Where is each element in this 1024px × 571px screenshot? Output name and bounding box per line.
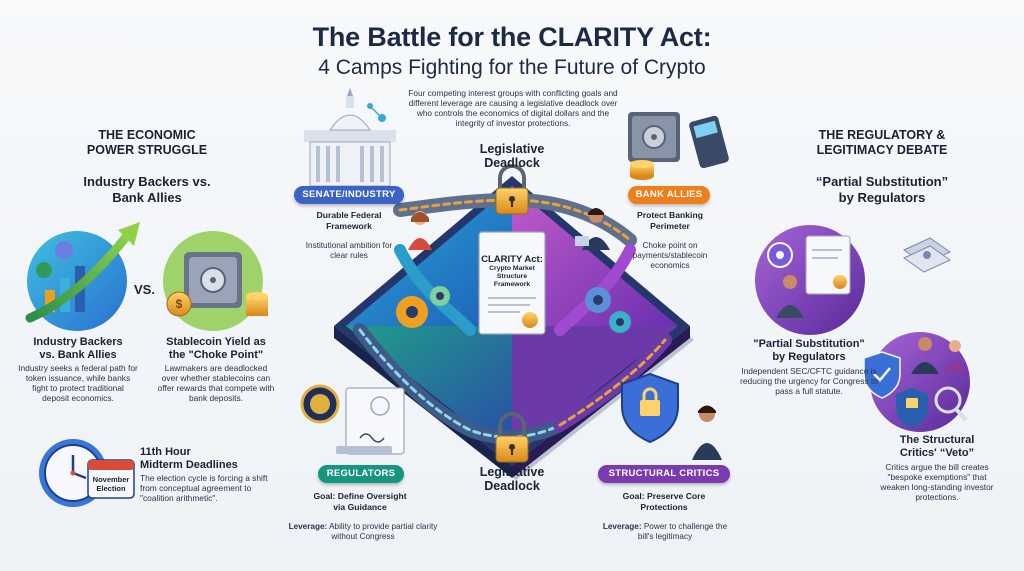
growth-chart-icon [25,222,140,331]
shield-icon [621,372,679,444]
senate-desc: Institutional ambition for clear rules [305,241,393,260]
regulators-leverage: Leverage: Ability to provide partial cla… [288,522,438,541]
critics-leverage: Leverage: Power to challenge the bill's … [602,522,728,541]
capitol-icon [304,88,396,187]
svg-text:$: $ [176,297,183,311]
left-section-heading: THE ECONOMIC POWER STRUGGLE [86,128,208,157]
sec-seal-icon [300,384,340,424]
left-section-subheading: Industry Backers vs. Bank Allies [83,174,211,205]
person-icon [692,405,722,460]
critics-shield-icon [863,332,970,432]
document-icon [478,231,546,335]
payment-terminal-icon [689,115,729,169]
regulator-substitution-icon [755,225,865,335]
right-section-subheading: “Partial Substitution” by Regulators [815,174,949,205]
banks-goal: Protect Banking Perimeter [637,210,703,231]
intro-text: Four competing interest groups with conf… [408,88,618,128]
deadlock-label-bottom: Legislative Deadlock [479,465,545,493]
bank-allies-badge: BANK ALLIES [628,186,710,204]
regulators-goal: Goal: Define Oversight via Guidance [313,491,407,512]
coin-stack-icon: $ [166,291,268,317]
item-midterm-deadlines: 11th Hour Midterm Deadlines The election… [140,446,268,503]
deadlock-label-top: Legislative Deadlock [479,142,545,170]
page-subtitle: 4 Camps Fighting for the Future of Crypt… [318,56,706,79]
page-title: The Battle for the CLARITY Act: [312,22,712,52]
calendar-icon [87,459,135,499]
padlock-icon [495,164,529,215]
money-stack-icon [903,237,951,273]
item-industry-backers: Industry Backers vs. Bank Allies Industr… [18,336,138,403]
calendar-label: November Election [92,475,130,493]
structural-critics-badge: STRUCTURAL CRITICS [598,465,730,483]
item-stablecoin-yield: Stablecoin Yield as the "Choke Point" La… [157,336,275,403]
senate-goal: Durable Federal Framework [316,210,382,231]
gear-icon [396,286,631,333]
person-icon [408,211,432,250]
padlock-icon [495,412,529,463]
vs-label: VS. [134,282,155,297]
item-partial-substitution: "Partial Substitution" by Regulators Ind… [740,338,878,396]
clarity-act-document: CLARITY Act: Crypto Market Structure Fra… [481,254,543,288]
critics-goal: Goal: Preserve Core Protections [622,491,706,512]
coin-stack-icon [630,160,654,180]
vault-icon [628,112,680,162]
guidance-document-icon [336,387,405,455]
right-section-heading: THE REGULATORY & LEGITIMACY DEBATE [816,128,948,157]
person-icon [575,208,610,250]
item-structural-critics: The Structural Critics' “Veto” Critics a… [880,434,994,502]
banks-desc: Choke point on payments/stablecoin econo… [632,241,708,270]
regulators-badge: REGULATORS [318,465,404,483]
senate-industry-badge: SENATE/INDUSTRY [294,186,404,204]
